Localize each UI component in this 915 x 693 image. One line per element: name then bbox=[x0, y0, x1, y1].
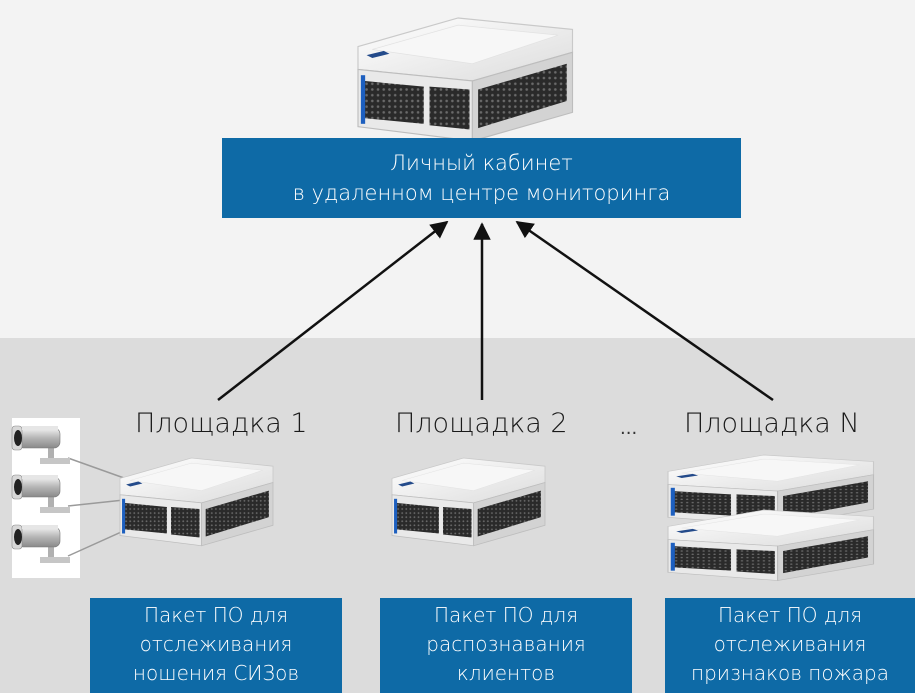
site1-server-icon bbox=[119, 457, 274, 547]
site-2-package-box: Пакет ПО для распознавания клиентов bbox=[380, 598, 632, 693]
package-line: Пакет ПО для bbox=[433, 603, 579, 627]
site-2-label: Площадка 2 bbox=[395, 408, 568, 439]
package-line: отслеживания bbox=[139, 632, 293, 656]
package-line: отслеживания bbox=[713, 632, 867, 656]
package-line: Пакет ПО для bbox=[143, 603, 289, 627]
package-line: клиентов bbox=[456, 661, 556, 685]
arrow-siten-to-center bbox=[515, 220, 774, 402]
arrow-site1-to-center bbox=[217, 220, 449, 401]
package-line: Пакет ПО для bbox=[717, 603, 863, 627]
central-monitoring-box: Личный кабинет в удаленном центре монито… bbox=[222, 138, 741, 218]
site2-server-icon bbox=[391, 457, 546, 547]
site-1-package-box: Пакет ПО для отслеживания ношения СИЗов bbox=[90, 598, 342, 693]
siten-server-icon bbox=[667, 509, 875, 582]
site-n-label: Площадка N bbox=[684, 408, 860, 439]
sites-ellipsis: ... bbox=[620, 418, 638, 439]
central-box-line1: Личный кабинет bbox=[390, 151, 573, 175]
package-line: признаков пожара bbox=[691, 661, 889, 685]
central-box-line2: в удаленном центре мониторинга bbox=[292, 181, 671, 205]
package-line: ношения СИЗов bbox=[132, 661, 300, 685]
site-n-package-box: Пакет ПО для отслеживания признаков пожа… bbox=[665, 598, 915, 693]
package-line: распознавания bbox=[426, 632, 586, 656]
central-server-icon bbox=[357, 17, 574, 142]
site-1-label: Площадка 1 bbox=[135, 408, 308, 439]
